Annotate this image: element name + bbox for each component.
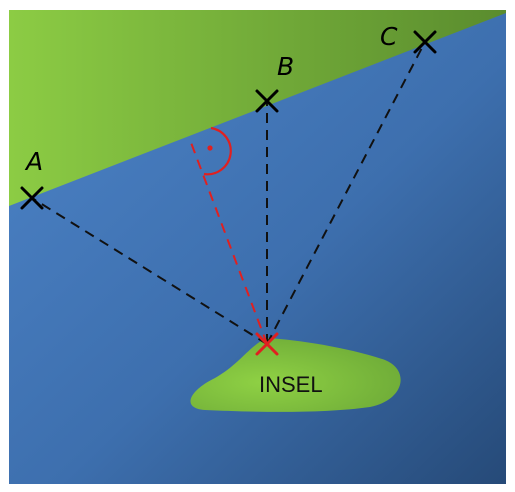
island-point-marker: [255, 332, 279, 356]
island-label: INSEL: [259, 372, 323, 397]
point-b-marker: [255, 89, 279, 113]
point-c-marker: [413, 30, 437, 54]
right-angle-dot: [207, 145, 213, 151]
point-a-marker: [20, 186, 44, 210]
line-island-to-a: [31, 197, 268, 345]
perpendicular-line: [189, 139, 268, 345]
island: [190, 338, 401, 412]
mainland-shore: [9, 10, 506, 206]
point-a-label: A: [24, 147, 43, 176]
point-c-label: C: [380, 22, 398, 51]
line-island-to-c: [266, 41, 426, 345]
right-angle-arc: [203, 126, 232, 176]
point-b-label: B: [277, 52, 294, 81]
